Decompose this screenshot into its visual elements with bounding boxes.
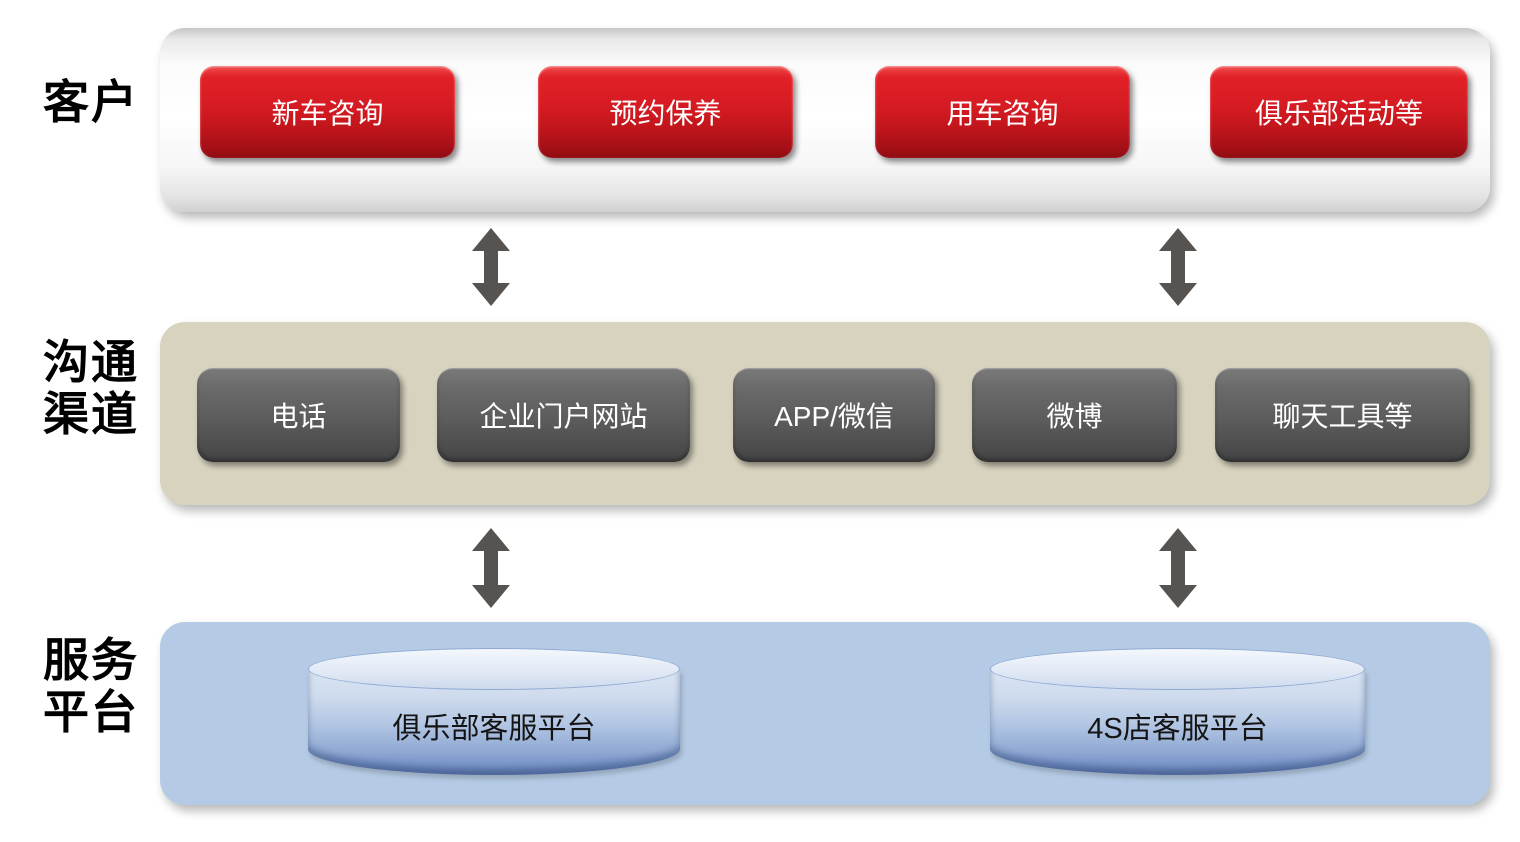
customer-node-maintenance-booking: 预约保养 (538, 66, 793, 158)
platform-cylinder-4s-store-service: 4S店客服平台 (990, 648, 1365, 775)
customer-node-new-car-inquiry: 新车咨询 (200, 66, 455, 158)
customer-node-club-activities: 俱乐部活动等 (1210, 66, 1468, 158)
channels-layer-panel: 电话 企业门户网站 APP/微信 微博 聊天工具等 (160, 322, 1490, 505)
platform-label: 俱乐部客服平台 (392, 712, 596, 745)
platforms-layer-label: 服务 平台 (43, 634, 139, 738)
cylinder-top-ellipse (990, 648, 1365, 690)
platforms-layer-panel: 俱乐部客服平台 4S店客服平台 (160, 622, 1490, 805)
double-arrow-icon (1159, 528, 1197, 608)
double-arrow-icon (472, 528, 510, 608)
double-arrow-icon (472, 228, 510, 306)
channel-node-portal-website: 企业门户网站 (437, 368, 690, 462)
channel-node-app-wechat: APP/微信 (733, 368, 935, 462)
customers-layer-label: 客户 (43, 76, 139, 128)
customer-node-car-use-inquiry: 用车咨询 (875, 66, 1130, 158)
cylinder-top-ellipse (308, 648, 680, 690)
double-arrow-icon (1159, 228, 1197, 306)
channel-node-phone: 电话 (197, 368, 400, 462)
channels-layer-label: 沟通 渠道 (43, 336, 139, 440)
platform-cylinder-club-service: 俱乐部客服平台 (308, 648, 680, 775)
channel-node-weibo: 微博 (972, 368, 1177, 462)
platform-label: 4S店客服平台 (1087, 712, 1268, 745)
channel-node-chat-tools: 聊天工具等 (1215, 368, 1470, 462)
customers-layer-panel: 新车咨询 预约保养 用车咨询 俱乐部活动等 (160, 28, 1490, 212)
